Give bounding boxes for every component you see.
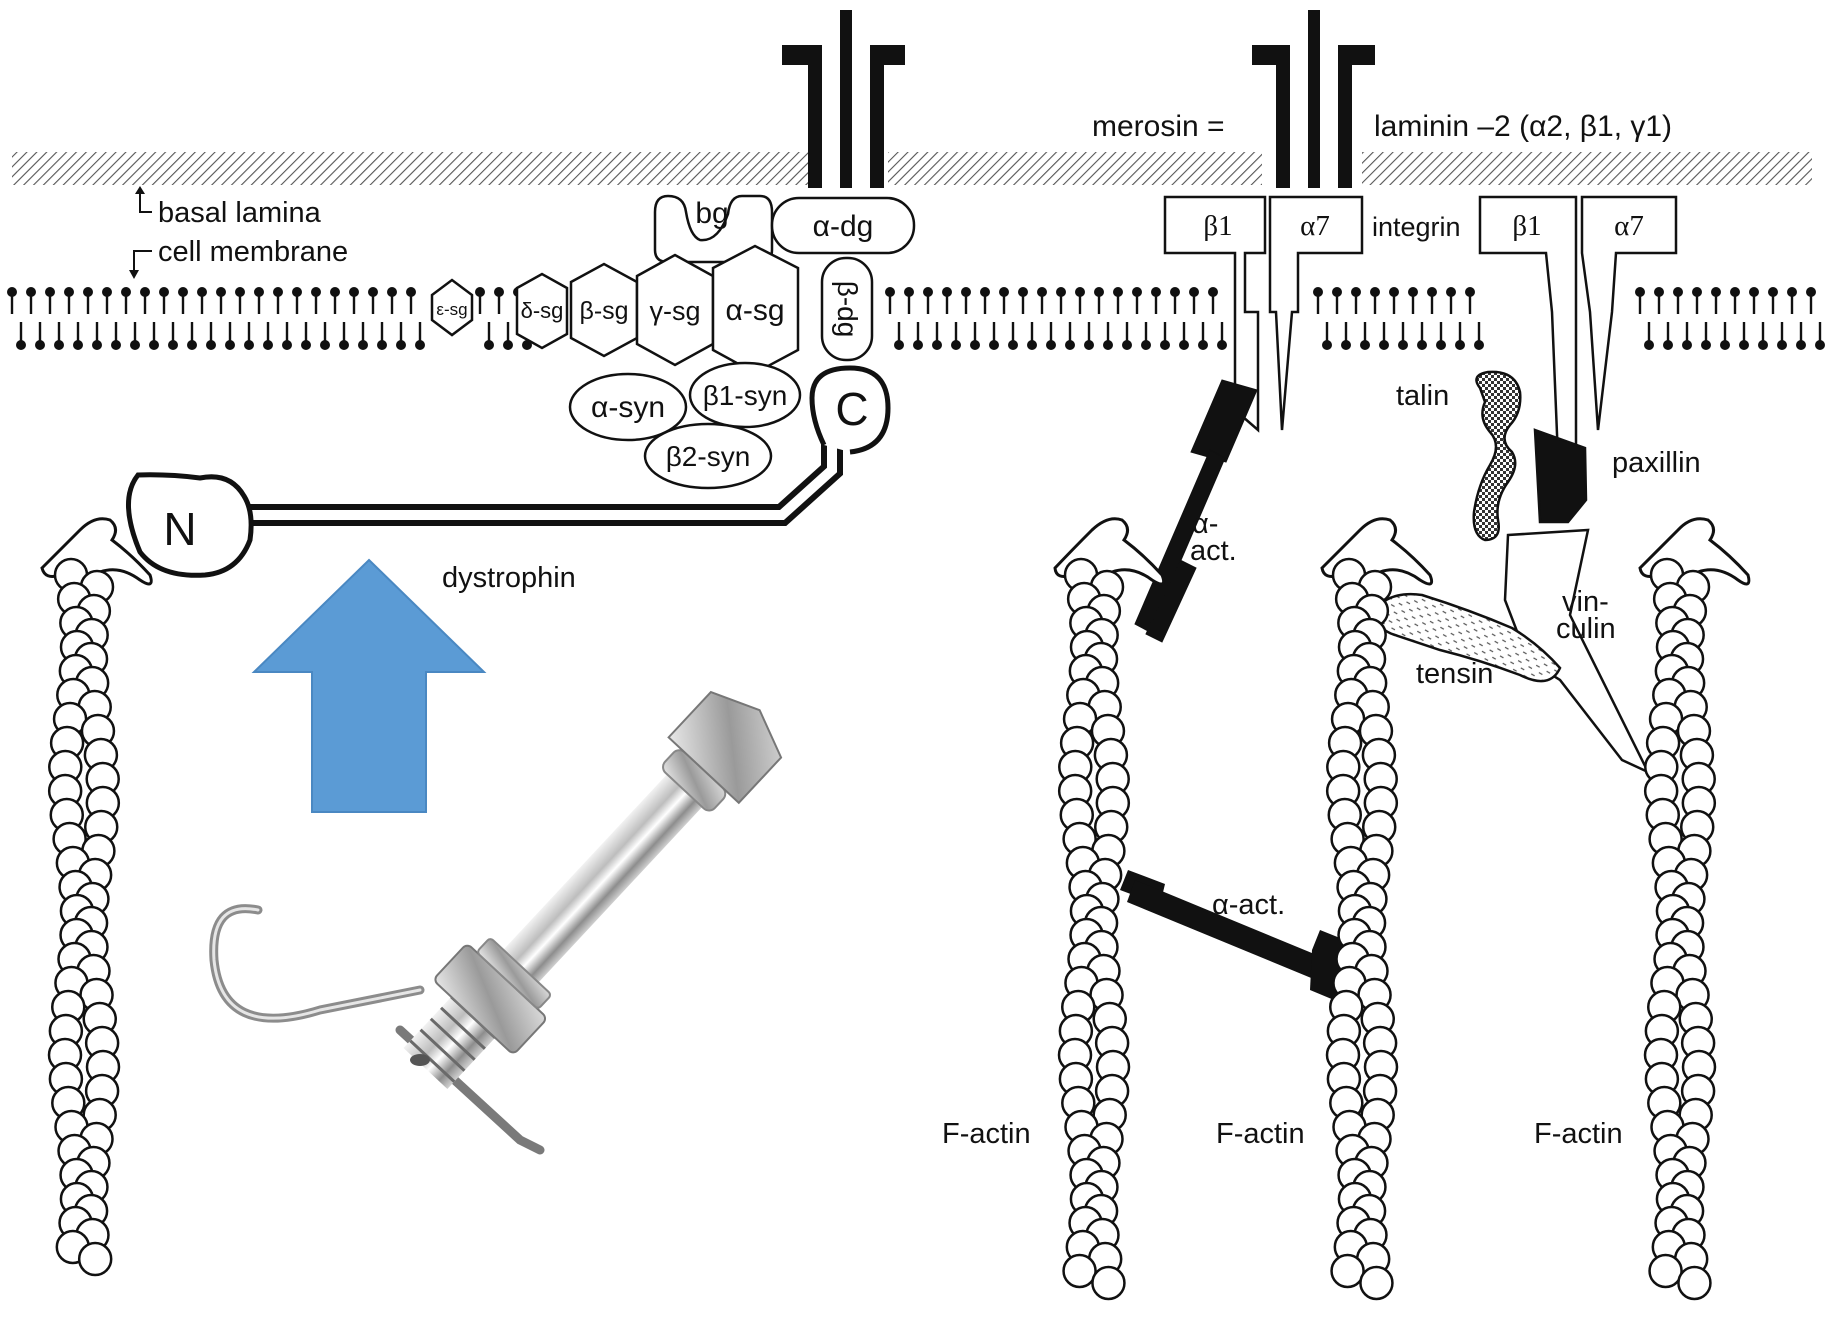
up-arrow-icon — [254, 560, 484, 812]
alpha-syn-label: α-syn — [591, 391, 665, 424]
vinculin-label-2: culin — [1556, 613, 1616, 645]
merosin-label: merosin = — [1092, 110, 1225, 143]
paxillin-label: paxillin — [1612, 447, 1701, 479]
alpha-actinin-top-label-2: act. — [1190, 535, 1237, 567]
epsilon-sg-label: ε-sg — [436, 300, 467, 319]
delta-sg-label: δ-sg — [521, 298, 564, 323]
integrin-alpha7-left-label: α7 — [1300, 210, 1330, 242]
beta2-syn-label: β2-syn — [666, 441, 751, 472]
alpha-dg-label: α-dg — [813, 210, 874, 243]
integrin-alpha7-right-label: α7 — [1614, 210, 1644, 242]
f-actin-label-1: F-actin — [942, 1118, 1031, 1150]
c-terminal-label: C — [835, 383, 868, 435]
basal-lamina-pointer-icon — [140, 192, 152, 212]
integrin-beta1-left-label: β1 — [1203, 210, 1232, 242]
beta-dg-label: β-dg — [832, 281, 863, 338]
tensin-label: tensin — [1416, 658, 1493, 690]
alpha-actinin-middle-label: α-act. — [1212, 889, 1285, 921]
cell-membrane-label: cell membrane — [158, 236, 348, 268]
laminin-right — [1252, 10, 1375, 188]
basal-lamina-arrowhead-icon — [135, 186, 145, 194]
f-actin-label-2: F-actin — [1216, 1118, 1305, 1150]
integrin-label: integrin — [1372, 212, 1461, 242]
integrin-beta1-right-label: β1 — [1512, 210, 1541, 242]
basal-lamina-label: basal lamina — [158, 197, 322, 229]
beta-sg-label: β-sg — [579, 297, 628, 325]
basal-lamina — [12, 152, 1812, 185]
cell-membrane-arrowhead-icon — [129, 270, 139, 279]
hitch-pin-photo — [214, 673, 800, 1150]
dystrophin-label: dystrophin — [442, 562, 576, 594]
gamma-sg-label: γ-sg — [649, 296, 700, 326]
n-terminal-label: N — [163, 503, 196, 555]
f-actin-label-3: F-actin — [1534, 1118, 1623, 1150]
talin-label: talin — [1396, 380, 1449, 412]
beta1-syn-label: β1-syn — [703, 380, 788, 411]
alpha-sg-label: α-sg — [725, 294, 784, 327]
bg-label: bg — [695, 197, 728, 230]
cell-membrane-pointer-icon — [134, 251, 152, 272]
laminin-label: laminin –2 (α2, β1, γ1) — [1374, 110, 1672, 143]
